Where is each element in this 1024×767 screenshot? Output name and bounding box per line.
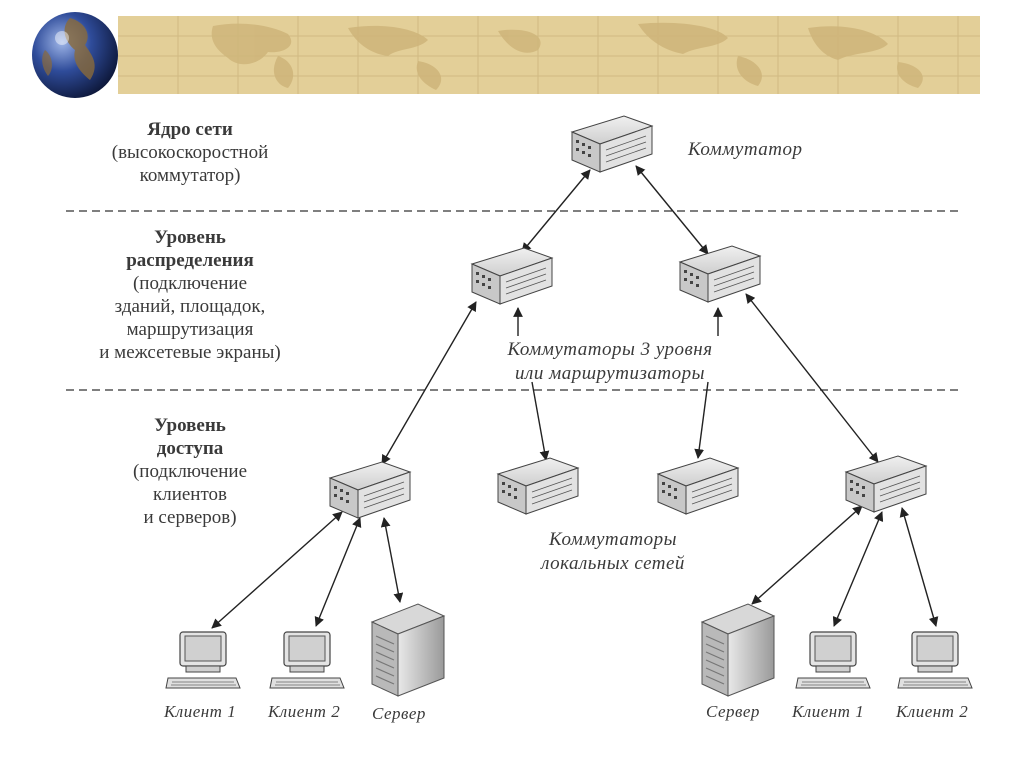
distribution-switch-right-icon — [679, 245, 761, 303]
left-client-1-label: Клиент 1 — [164, 702, 237, 721]
core-layer-desc-2: коммутатор) — [139, 165, 241, 186]
right-client-1-label: Клиент 1 — [792, 702, 865, 721]
core-switch-icon — [571, 115, 653, 173]
distribution-layer-desc-4: и межсетевые экраны) — [99, 342, 281, 363]
link-dist-left-to-access-left — [381, 301, 477, 465]
header-banner — [118, 16, 980, 94]
lan-switch-1-icon — [497, 457, 579, 515]
link-l3-label-to-lan-2 — [694, 381, 709, 459]
lan-switches-label: Коммутаторы локальных сетей — [508, 528, 718, 576]
link-core-to-dist-right — [635, 165, 709, 255]
core-layer-label: Ядро сети (высокоскоростной коммутатор) — [50, 118, 330, 187]
distribution-layer-desc-1: (подключение — [132, 273, 248, 294]
access-layer-title-2: доступа — [156, 438, 224, 459]
distribution-layer-desc-2: зданий, площадок, — [114, 296, 266, 317]
distribution-layer-title-1: Уровень — [154, 227, 226, 248]
link-l3-label-to-lan-1 — [531, 381, 550, 461]
left-client-2-label: Клиент 2 — [268, 702, 341, 721]
lan-switch-2-icon — [657, 457, 739, 515]
distribution-layer-label: Уровень распределения (подключение здани… — [50, 226, 330, 364]
core-layer-desc-1: (высокоскоростной — [111, 142, 269, 163]
l3-switches-label: Коммутаторы 3 уровня или маршрутизаторы — [470, 338, 750, 386]
access-switch-right-icon — [845, 455, 927, 513]
lan-switches-label-line2: локальных сетей — [541, 553, 685, 574]
left-server-icon — [371, 603, 445, 697]
access-layer-desc-2: клиентов — [152, 484, 227, 505]
access-layer-title-1: Уровень — [154, 415, 226, 436]
core-layer-title: Ядро сети — [147, 119, 233, 140]
distribution-layer-title-2: распределения — [126, 250, 254, 271]
distribution-switch-left-icon — [471, 247, 553, 305]
l3-switches-label-line1: Коммутаторы 3 уровня — [507, 339, 713, 360]
link-core-to-dist-left — [521, 169, 591, 253]
link-access-left-to-server — [380, 517, 404, 603]
right-server-icon — [701, 603, 775, 697]
link-access-right-to-server — [751, 505, 863, 605]
link-access-right-to-client1 — [832, 511, 884, 627]
world-map-icon — [118, 16, 980, 94]
core-switch-label: Коммутатор — [688, 139, 803, 160]
lan-switches-label-line1: Коммутаторы — [549, 529, 677, 550]
distribution-layer-desc-3: маршрутизация — [126, 319, 254, 340]
left-client-1-icon — [165, 631, 241, 689]
access-layer-desc-1: (подключение — [132, 461, 248, 482]
l3-switches-label-line2: или маршрутизаторы — [515, 363, 705, 384]
right-client-2-label: Клиент 2 — [896, 702, 969, 721]
access-layer-label: Уровень доступа (подключение клиентов и … — [50, 414, 330, 529]
left-client-2-icon — [269, 631, 345, 689]
globe-icon — [32, 12, 118, 98]
right-client-2-icon — [897, 631, 973, 689]
link-access-right-to-client2 — [899, 507, 939, 627]
right-server-label: Сервер — [706, 702, 760, 721]
link-access-left-to-client2 — [314, 517, 362, 627]
right-client-1-icon — [795, 631, 871, 689]
left-server-label: Сервер — [372, 704, 426, 723]
access-switch-left-icon — [329, 461, 411, 519]
link-dist-right-to-access-right — [745, 293, 879, 463]
